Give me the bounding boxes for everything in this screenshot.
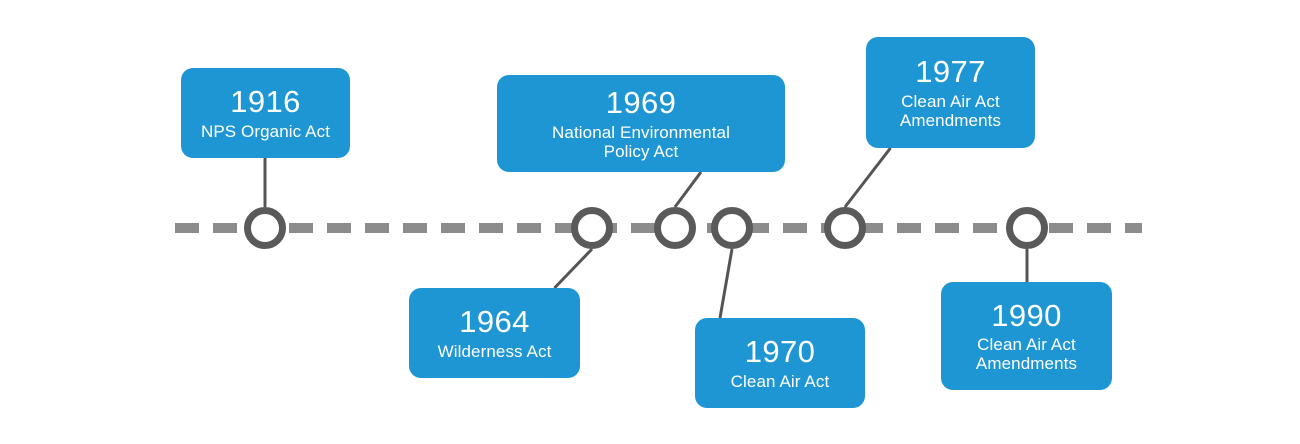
timeline-node-1970[interactable]	[711, 207, 753, 249]
timeline-dash	[821, 223, 825, 233]
timeline-node-fill	[247, 210, 283, 246]
timeline-dash	[973, 223, 997, 233]
timeline-node-1977[interactable]	[824, 207, 866, 249]
timeline-axis-group	[175, 223, 1142, 233]
timeline-node-fill	[574, 210, 610, 246]
event-title: NPS Organic Act	[200, 121, 331, 141]
event-title: National Environmental Policy Act	[552, 122, 730, 161]
timeline-dash	[783, 223, 807, 233]
event-title: Wilderness Act	[437, 341, 552, 361]
event-year: 1964	[459, 304, 530, 340]
timeline-dash	[327, 223, 351, 233]
timeline-dash	[289, 223, 313, 233]
timeline-node-fill	[1009, 210, 1045, 246]
event-year: 1990	[991, 297, 1062, 333]
timeline-node-1969[interactable]	[654, 207, 696, 249]
timeline-node-1916[interactable]	[244, 207, 286, 249]
timeline-dash	[479, 223, 503, 233]
event-year: 1969	[605, 85, 677, 121]
timeline-node-fill	[714, 210, 750, 246]
timeline-dash	[441, 223, 465, 233]
timeline-dash	[612, 223, 617, 233]
timeline-dash	[555, 223, 572, 233]
timeline-dash	[1087, 223, 1111, 233]
timeline-nodes-group	[244, 207, 1048, 249]
timeline-dash	[631, 223, 655, 233]
event-year: 1916	[230, 84, 301, 120]
timeline-node-1990[interactable]	[1006, 207, 1048, 249]
event-title: Clean Air Act Amendments	[899, 91, 1002, 130]
timeline-dash	[403, 223, 427, 233]
timeline-dash	[707, 223, 712, 233]
timeline-dash	[1125, 223, 1142, 233]
timeline-node-fill	[827, 210, 863, 246]
timeline-dash	[517, 223, 541, 233]
event-connector-line	[718, 248, 734, 319]
event-connector-line	[553, 247, 594, 290]
event-connector-line	[843, 147, 892, 208]
timeline-dash	[365, 223, 389, 233]
event-title: Clean Air Act	[730, 371, 830, 391]
event-year: 1977	[915, 54, 986, 90]
timeline-dash	[1049, 223, 1073, 233]
timeline-node-1964[interactable]	[571, 207, 613, 249]
timeline-dash	[897, 223, 921, 233]
timeline-node-fill	[657, 210, 693, 246]
connector-lines-group	[263, 147, 1029, 319]
event-title: Clean Air Act Amendments	[975, 335, 1078, 374]
timeline-dash	[213, 223, 237, 233]
timeline-dash	[935, 223, 959, 233]
timeline-dash	[752, 223, 769, 233]
event-year: 1970	[744, 334, 816, 370]
event-connector-line	[673, 171, 703, 208]
timeline-dash	[175, 223, 199, 233]
timeline-dash	[865, 223, 883, 233]
